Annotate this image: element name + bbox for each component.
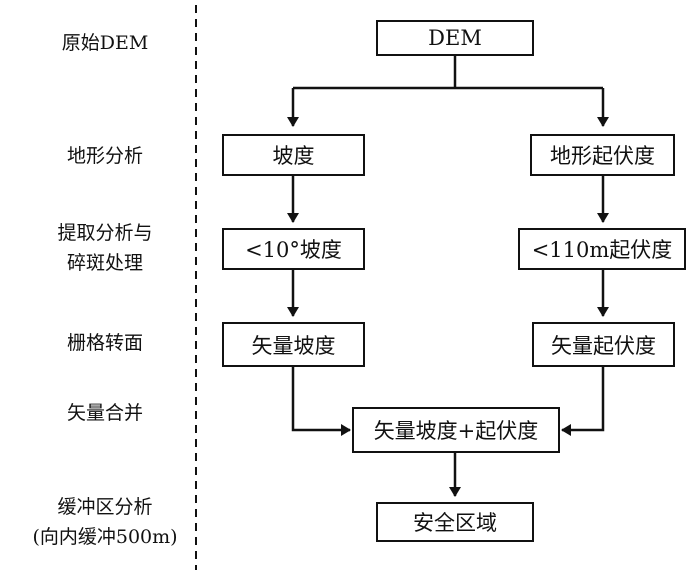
stage-label-raster-to-polygon: 栅格转面 bbox=[66, 332, 143, 354]
stage-label-extraction-line2: 碎斑处理 bbox=[66, 252, 143, 274]
stage-label-vector-merge: 矢量合并 bbox=[66, 402, 143, 424]
node-safe-area: 安全区域 bbox=[376, 502, 534, 542]
stage-label-buffer-line1: 缓冲区分析 bbox=[57, 496, 153, 518]
node-relief: 地形起伏度 bbox=[530, 134, 675, 176]
node-dem: DEM bbox=[376, 20, 534, 56]
node-vector-slope: 矢量坡度 bbox=[222, 322, 365, 367]
stage-label-extraction-line1: 提取分析与 bbox=[57, 222, 153, 244]
stage-label-buffer-analysis: 缓冲区分析 (向内缓冲500m) bbox=[5, 492, 205, 552]
stage-label-extraction: 提取分析与 碎斑处理 bbox=[30, 218, 180, 278]
stage-label-terrain-analysis: 地形分析 bbox=[66, 145, 143, 167]
stage-label-original-dem: 原始DEM bbox=[61, 32, 149, 54]
stage-label-buffer-line2: (向内缓冲500m) bbox=[32, 526, 178, 548]
node-relief-filter: <110m起伏度 bbox=[518, 228, 686, 270]
connector-vector-relief-to-merge bbox=[561, 367, 605, 436]
node-merged: 矢量坡度+起伏度 bbox=[352, 407, 560, 453]
node-slope-filter: <10°坡度 bbox=[222, 228, 365, 270]
node-vector-relief: 矢量起伏度 bbox=[532, 322, 675, 367]
connector-vector-slope-to-merge bbox=[291, 367, 351, 436]
node-slope: 坡度 bbox=[222, 134, 365, 176]
